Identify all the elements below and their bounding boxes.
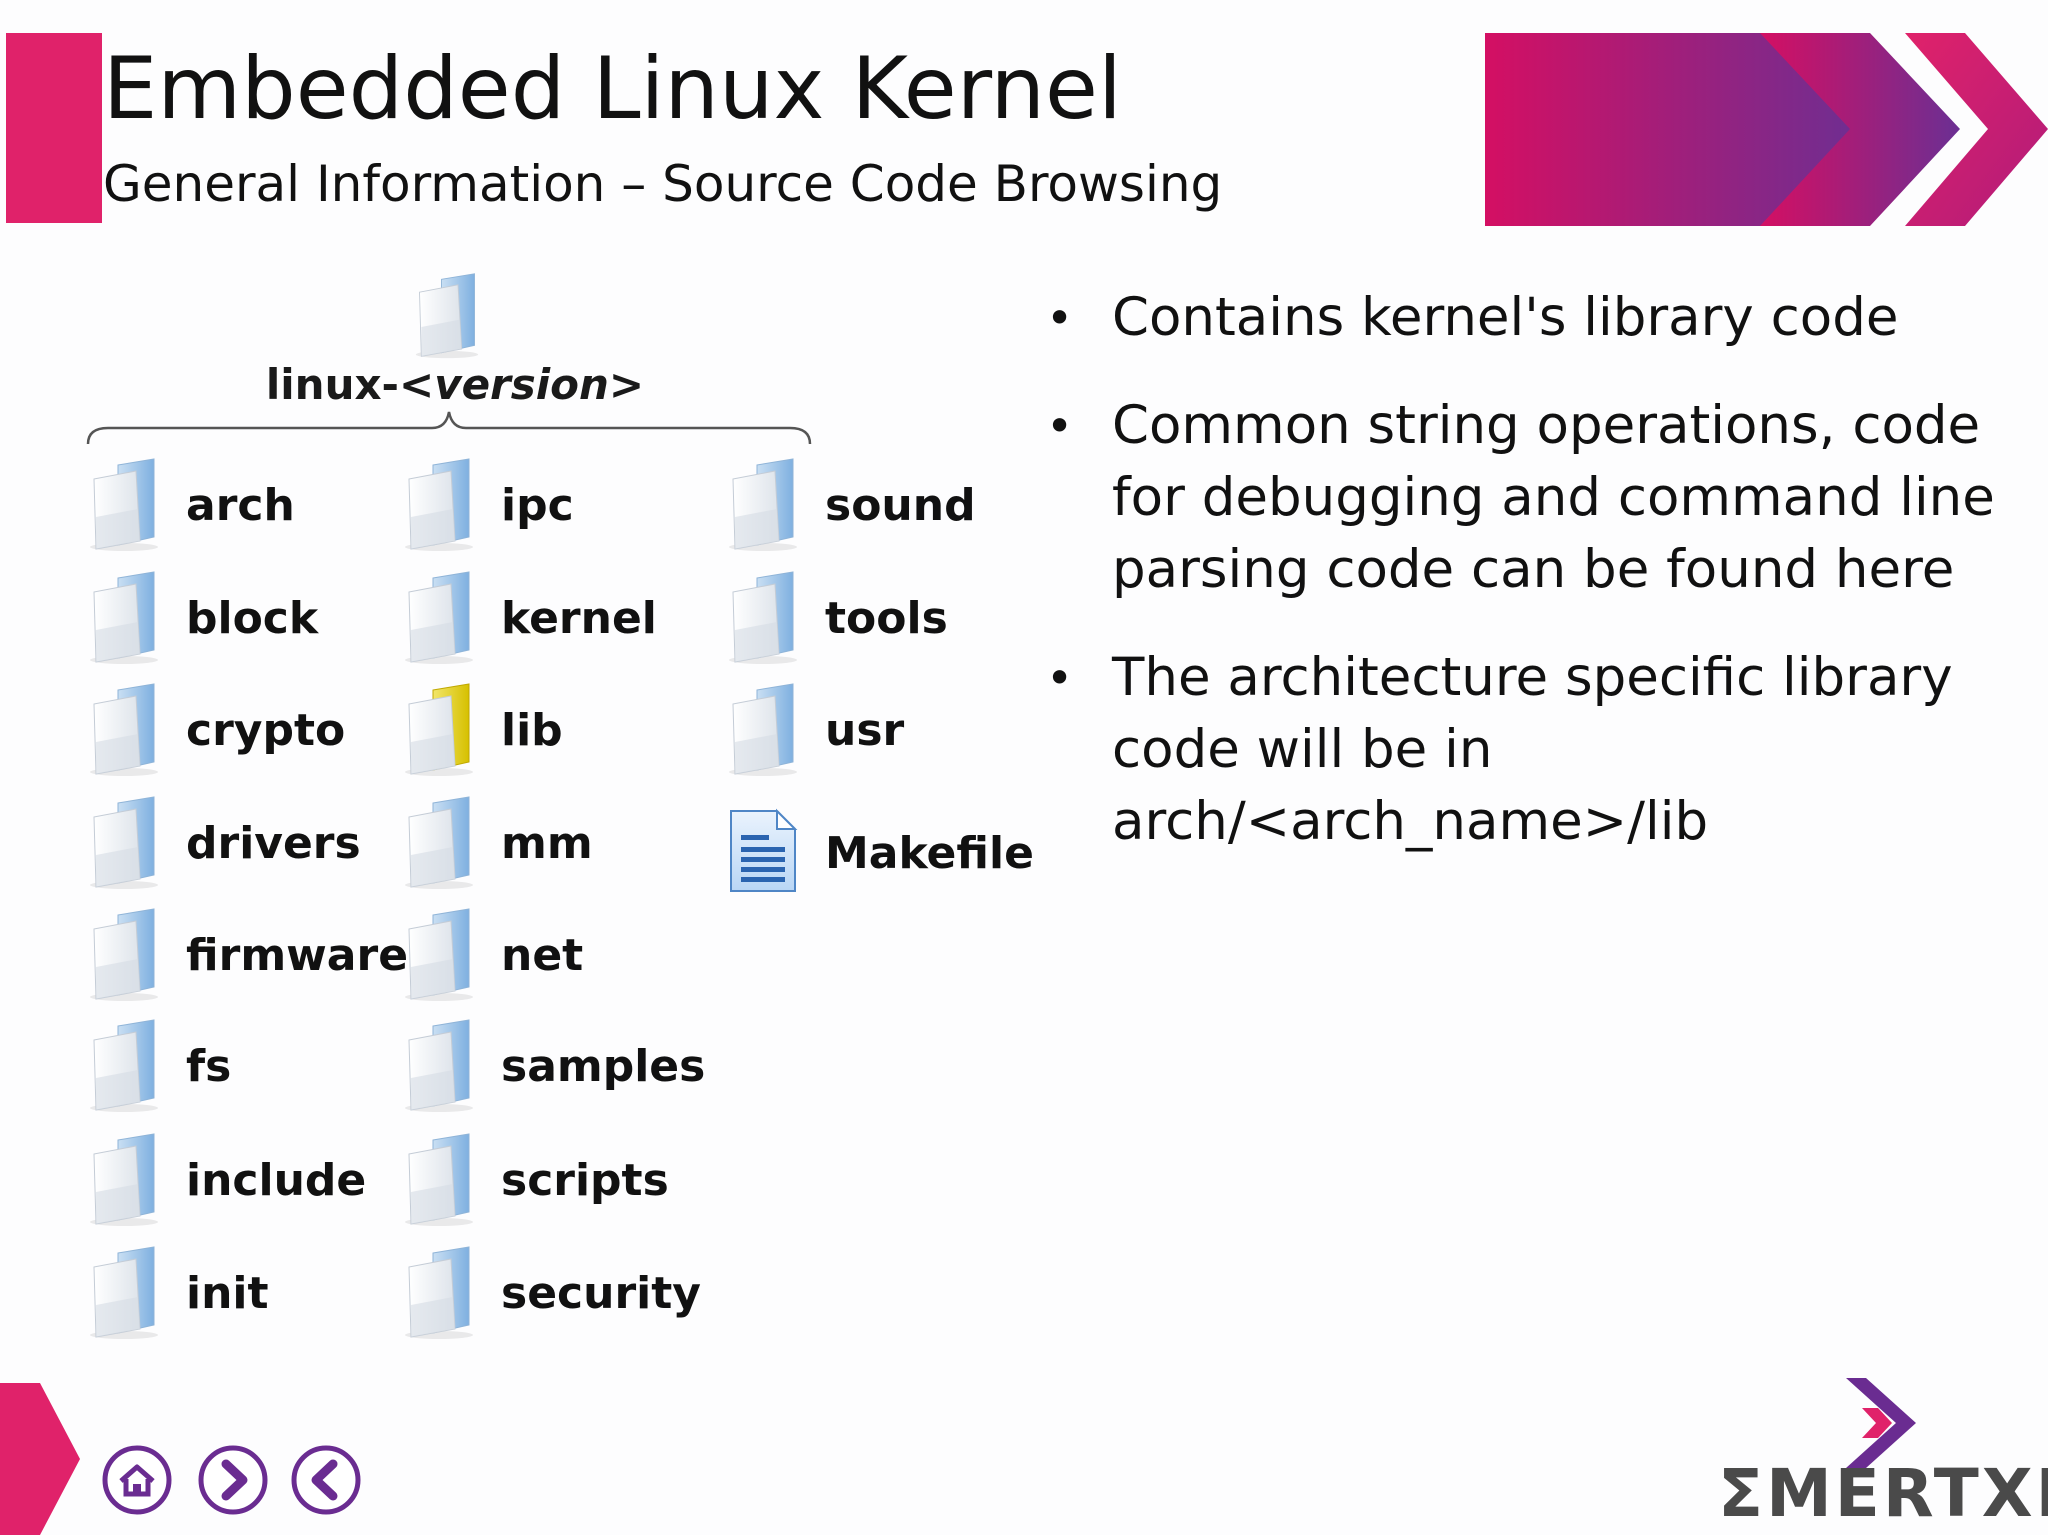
directory-item-label: arch	[186, 479, 295, 531]
directory-item-label: net	[501, 929, 584, 981]
directory-item-label: lib	[501, 704, 563, 756]
directory-item-label: usr	[825, 704, 905, 756]
previous-icon[interactable]	[290, 1444, 362, 1516]
directory-item-label: Makefile	[825, 827, 1034, 879]
bullet-list: Contains kernel's library code Common st…	[1040, 282, 2030, 894]
directory-item-label: scripts	[501, 1154, 669, 1206]
folder-icon	[399, 795, 479, 891]
home-icon[interactable]	[101, 1444, 173, 1516]
folder-icon	[399, 1018, 479, 1114]
folder-icon	[399, 1132, 479, 1228]
folder-icon	[399, 570, 479, 666]
footer-accent-arrow	[0, 1383, 80, 1535]
directory-item[interactable]: kernel	[399, 568, 657, 668]
directory-item[interactable]: arch	[84, 455, 295, 555]
directory-item-label: security	[501, 1267, 701, 1319]
bullet-item: Contains kernel's library code	[1040, 282, 2030, 354]
directory-item-label: sound	[825, 479, 976, 531]
root-folder-icon	[408, 272, 486, 360]
directory-item[interactable]: security	[399, 1243, 701, 1343]
directory-item[interactable]: ipc	[399, 455, 574, 555]
directory-item[interactable]: mm	[399, 793, 593, 893]
directory-item[interactable]: include	[84, 1130, 366, 1230]
directory-item[interactable]: samples	[399, 1016, 705, 1116]
directory-item-label: block	[186, 592, 319, 644]
emertxe-logo-mark	[1846, 1378, 1916, 1468]
directory-item[interactable]: sound	[723, 455, 976, 555]
directory-item-label: crypto	[186, 704, 346, 756]
folder-icon	[723, 570, 803, 666]
folder-icon	[399, 682, 479, 778]
folder-icon	[84, 795, 164, 891]
folder-icon	[84, 1018, 164, 1114]
folder-icon	[399, 457, 479, 553]
directory-item[interactable]: tools	[723, 568, 948, 668]
root-folder-label: linux-<version>	[265, 360, 645, 409]
directory-item[interactable]: fs	[84, 1016, 231, 1116]
directory-item[interactable]: scripts	[399, 1130, 669, 1230]
header-accent-bar	[6, 33, 102, 223]
directory-item-label: mm	[501, 817, 593, 869]
slide-subtitle: General Information – Source Code Browsi…	[103, 155, 1223, 213]
directory-item-label: include	[186, 1154, 367, 1206]
folder-icon	[84, 457, 164, 553]
directory-item-label: ipc	[501, 479, 574, 531]
directory-item[interactable]: drivers	[84, 793, 361, 893]
folder-icon	[723, 457, 803, 553]
folder-icon	[399, 1245, 479, 1341]
directory-item-label: init	[186, 1267, 269, 1319]
directory-item[interactable]: init	[84, 1243, 269, 1343]
emertxe-logo-text: ΣMERTXE	[1718, 1455, 2048, 1532]
folder-icon	[723, 682, 803, 778]
directory-item-label: kernel	[501, 592, 657, 644]
directory-item-label: firmware	[186, 929, 409, 981]
tree-brace	[86, 411, 812, 445]
folder-icon	[84, 907, 164, 1003]
directory-item[interactable]: Makefile	[723, 803, 1034, 903]
directory-item-label: drivers	[186, 817, 361, 869]
folder-icon	[84, 1245, 164, 1341]
bullet-item: The architecture specific library code w…	[1040, 642, 2030, 858]
directory-item[interactable]: net	[399, 905, 583, 1005]
folder-icon	[399, 907, 479, 1003]
bullet-item: Common string operations, code for debug…	[1040, 390, 2030, 606]
document-icon	[723, 805, 803, 901]
directory-item-label: samples	[501, 1040, 706, 1092]
directory-item[interactable]: firmware	[84, 905, 408, 1005]
folder-icon	[84, 682, 164, 778]
directory-item-label: fs	[186, 1040, 232, 1092]
header-banner	[1485, 33, 2048, 226]
directory-item-label: tools	[825, 592, 948, 644]
directory-item[interactable]: crypto	[84, 680, 345, 780]
slide-title: Embedded Linux Kernel	[103, 39, 1122, 139]
directory-item[interactable]: usr	[723, 680, 904, 780]
folder-icon	[84, 1132, 164, 1228]
directory-item[interactable]: block	[84, 568, 318, 668]
directory-item[interactable]: lib	[399, 680, 563, 780]
next-icon[interactable]	[197, 1444, 269, 1516]
folder-icon	[84, 570, 164, 666]
